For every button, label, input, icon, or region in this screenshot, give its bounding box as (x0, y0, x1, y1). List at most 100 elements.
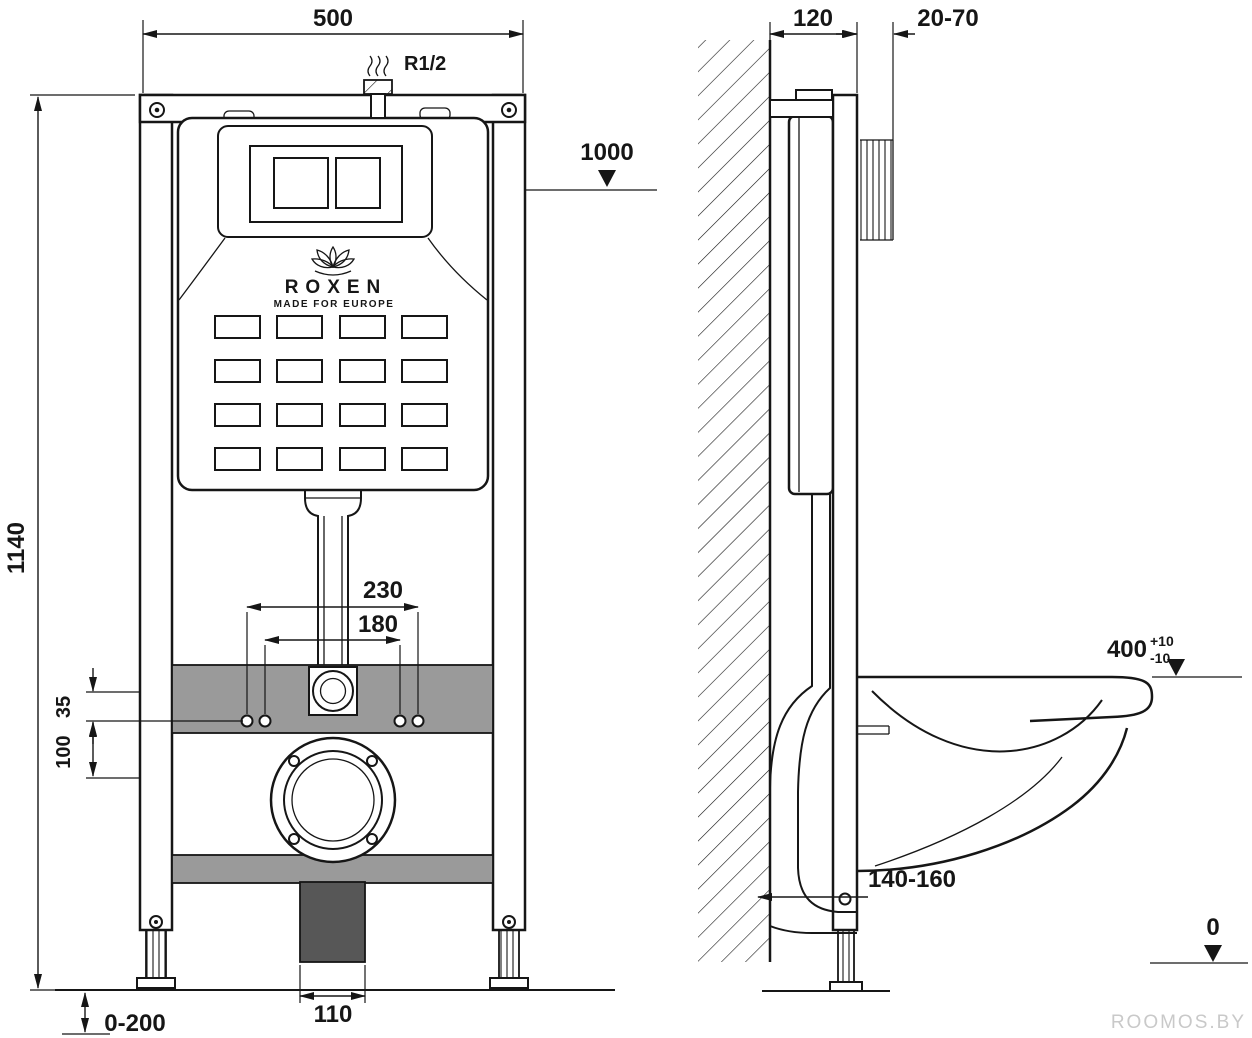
fitting-inner-circle (319, 677, 347, 705)
dim-finish-range-20-70: 20-70 (836, 5, 979, 140)
flush-plate-inner (249, 145, 403, 223)
flush-pipe-left-edge (304, 490, 319, 668)
screw-dot-icon (507, 920, 511, 924)
frame-right-rail (491, 93, 527, 932)
plate-skirt-right (427, 237, 488, 301)
lotus-logo-icon (310, 245, 356, 276)
bowl-rim (857, 675, 1154, 723)
drain-clip-icon (366, 755, 378, 767)
dim-bolt-outer-label: 230 (363, 577, 403, 604)
dim-bolt-inner-180: 180 (264, 611, 401, 714)
dim-feet-range-label: 0-200 (104, 1010, 165, 1037)
foot-plate (489, 977, 529, 989)
dim-bowl-height-400: 400 +10 -10 (1107, 633, 1242, 678)
dim-width-500: 500 (142, 5, 524, 93)
dim-bowl-height-label: 400 (1107, 636, 1147, 663)
dim-total-height-label: 1140 (3, 522, 30, 574)
front-dimensions: 500 R1/2 1000 1140 230 180 (3, 5, 657, 1037)
dim-outlet-width-label: 110 (314, 1001, 353, 1028)
frame-left-rail (138, 93, 174, 932)
side-view (698, 40, 1154, 992)
plate-skirt-left (178, 237, 226, 301)
flush-pipe-right-edge (347, 490, 362, 668)
dim-bowl-height-plus-label: +10 (1150, 633, 1174, 649)
side-foot (762, 929, 890, 992)
dim-outlet-offset-140-160: 140-160 (757, 866, 956, 901)
steam-squiggle-icon (375, 55, 381, 77)
front-view: ROXEN MADE FOR EUROPE (55, 55, 615, 991)
wall-bracket (769, 89, 834, 118)
side-cistern (787, 114, 835, 496)
steam-squiggle-icon (383, 55, 389, 77)
flush-pipe (304, 490, 362, 668)
dim-finish-range-label: 20-70 (917, 5, 978, 32)
frame-rail-profile (831, 93, 859, 932)
side-dimensions: 120 20-70 400 +10 -10 140-160 0 (757, 5, 1248, 964)
dim-outlet-width-110: 110 (299, 965, 366, 1028)
dim-depth-120: 120 (769, 5, 858, 93)
water-inlet-symbol (363, 55, 393, 119)
outlet-box (299, 881, 366, 963)
brand-tagline: MADE FOR EUROPE (274, 299, 395, 310)
level-triangle-icon (1167, 659, 1185, 676)
brand-name: ROXEN (285, 277, 388, 298)
wall-hatch (698, 40, 770, 962)
drain-clip-icon (366, 833, 378, 845)
bowl-underside (856, 727, 1129, 873)
dim-bolt-inner-label: 180 (358, 611, 398, 638)
bowl-trap-curve (874, 756, 1063, 867)
steam-squiggle-icon (367, 55, 373, 77)
fixing-bolt (857, 725, 890, 735)
frame-structure (138, 93, 527, 932)
flush-button-small (335, 157, 381, 209)
bracket-arm (769, 99, 834, 118)
dim-width-label: 500 (313, 5, 353, 32)
drain-clip-icon (288, 833, 300, 845)
inlet-valve-icon (363, 79, 393, 95)
tile-strip (860, 139, 894, 241)
screw-dot-icon (154, 107, 160, 113)
dim-floor-level-0: 0 (1150, 914, 1248, 964)
mounting-hole (240, 714, 254, 728)
toilet-bowl-profile (856, 675, 1154, 873)
level-triangle-icon (598, 170, 616, 187)
flush-plate-outer (217, 125, 433, 238)
elbow-inner-edge (797, 494, 857, 913)
elbow-bottom-edge (769, 925, 857, 934)
drain-elbow (769, 494, 857, 934)
elbow-outer-edge (769, 494, 813, 926)
cistern-profile (787, 114, 835, 496)
dim-plate-height-label: 1000 (580, 139, 633, 166)
watermark: ROOMOS.BY (1111, 1012, 1246, 1033)
foot-plate (136, 977, 176, 989)
bowl-inner-curve (871, 690, 1103, 753)
flush-button-large (273, 157, 329, 209)
dim-offsets-35-100: 35 100 (53, 668, 243, 779)
screw-dot-icon (506, 107, 512, 113)
dim-inlet-label: R1/2 (404, 53, 446, 75)
drain-outer-circle (269, 736, 397, 864)
drain-inner-circle (291, 758, 375, 842)
cistern (176, 116, 490, 492)
dim-bowl-height-minus-label: -10 (1150, 650, 1170, 666)
outlet-center-mark (838, 892, 852, 906)
drain-flange (269, 736, 397, 864)
brand-block: ROXEN MADE FOR EUROPE (274, 245, 395, 310)
dim-bolt-outer-230: 230 (246, 577, 419, 714)
dim-floor-level-label: 0 (1206, 914, 1219, 941)
screw-dot-icon (154, 920, 158, 924)
drain-mid-circle (283, 750, 383, 850)
dim-offset-b-label: 100 (53, 735, 75, 768)
foot-rod (837, 929, 855, 983)
mounting-hole (258, 714, 272, 728)
foot-plate (829, 981, 863, 992)
mounting-hole (393, 714, 407, 728)
inlet-stem (370, 93, 386, 119)
adjustable-feet (136, 929, 529, 989)
mounting-hole (411, 714, 425, 728)
dim-outlet-offset-label: 140-160 (868, 866, 956, 893)
dim-depth-label: 120 (793, 5, 833, 32)
dim-total-height-1140: 1140 (3, 94, 135, 991)
dim-plate-height-1000: 1000 (525, 139, 657, 191)
